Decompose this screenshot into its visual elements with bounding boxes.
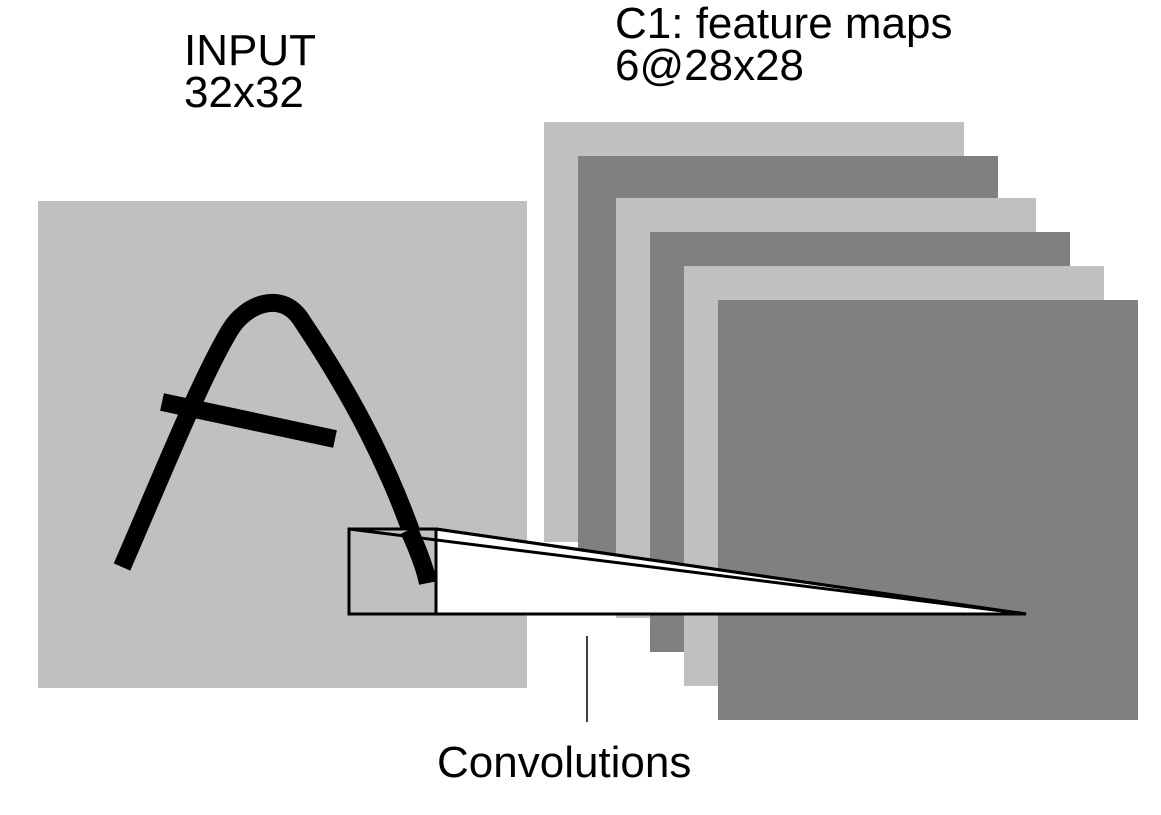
convolution-projection [347,526,1027,616]
letter-stroke-tail [400,526,437,585]
input-title: INPUT [184,26,316,75]
projection-edge-top [348,527,1027,616]
feature-maps-stack [544,122,1138,720]
projection-edge-upper [435,527,1027,616]
handwritten-letter-a [113,293,437,586]
letter-stroke-crossbar [160,393,337,448]
c1-title: C1: feature maps [615,0,953,48]
feature-map-6 [718,300,1138,720]
c1-size: 6@28x28 [615,41,805,90]
letter-stroke-arc [113,293,437,586]
input-label: INPUT 32x32 [184,26,316,117]
c1-label: C1: feature maps 6@28x28 [615,0,953,90]
input-size: 32x32 [184,68,304,117]
convolutions-text: Convolutions [437,738,692,787]
convolutions-label: Convolutions [437,738,692,787]
